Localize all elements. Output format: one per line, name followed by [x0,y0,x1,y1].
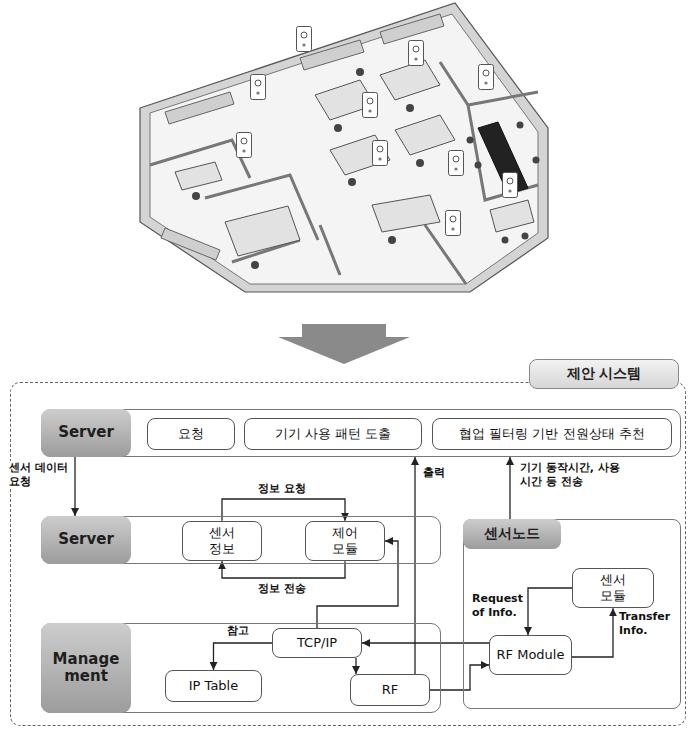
smart-plug-icon [373,141,388,166]
box-label: 요청 [178,426,204,442]
desk [372,195,440,232]
module-box: RF Module [489,635,572,675]
table-box: IP Table [165,670,262,702]
edge-label: 출력 [421,466,447,480]
chair [251,261,259,269]
system-boundary: 제안 시스템Server요청기기 사용 패턴 도출협업 필터링 기반 전원상태 … [10,382,686,726]
chair [348,178,356,186]
connector-arrow [528,588,572,635]
connector-arrow [362,642,489,643]
chair [533,157,540,164]
smart-plug-icon [363,93,378,118]
chair [416,159,424,167]
module-box: 센서 정보 [182,521,262,562]
chair [467,137,474,144]
box-label: TCP/IP [297,635,337,651]
layer-heading: 제안 시스템 [529,359,679,389]
floor-plan [140,3,548,292]
box-label: IP Table [189,678,238,694]
smart-plug-icon [479,65,494,90]
connector-arrow [214,643,273,670]
smart-plug-icon [503,173,518,198]
connector-arrow [509,457,510,519]
chair [334,124,342,132]
box-label: 제어 모듈 [328,525,362,558]
chair [475,162,482,169]
floor-plan [140,3,548,292]
process-box: 기기 사용 패턴 도출 [244,418,422,450]
module-box: RF [350,674,430,706]
smart-plug-icon [237,27,518,236]
server-layer: Server 센서 정보 제어 모듈 [41,516,441,564]
layer-heading: Server [41,409,131,457]
box-label: 센서 모듈 [596,572,630,605]
desk [225,206,300,256]
floor-plan [150,14,538,284]
connector-arrow [355,658,356,674]
box-label: RF [382,682,399,698]
edge-label: 참고 [225,624,251,638]
chair [502,237,509,244]
shelf [165,92,234,124]
shelf [161,228,220,260]
partition-wall [150,62,538,284]
edge-label: 센서 데이터 요청 [7,461,71,489]
connector-arrow [222,499,345,521]
connector-arrow [414,457,415,674]
module-box: 센서 모듈 [572,568,654,609]
edge-label: Transfer Info. [617,610,675,638]
down-arrow [278,324,410,364]
partition-wall [440,62,538,105]
shelf [380,14,444,44]
server-layer: Server 요청 기기 사용 패턴 도출 협업 필터링 기반 전원상태 추천 [41,409,681,457]
edge-label: Request of Info. [470,592,524,620]
process-box: 요청 [147,418,235,450]
layer-heading: 센서노드 [463,519,561,549]
desk [175,60,534,256]
desk [330,135,390,175]
layer-heading: Server [41,516,131,564]
smart-plug-icon [237,133,252,158]
partition-wall [320,225,340,275]
edge-label: 정보 요청 [256,482,308,496]
chair [356,68,364,76]
desk [395,115,455,155]
module-box: TCP/IP [272,628,362,658]
smart-plug-icon [297,27,312,52]
chair [388,236,396,244]
desk [490,200,534,232]
chair [192,68,540,269]
edge-label: 정보 전송 [256,582,308,596]
chair [522,233,529,240]
chair [517,122,524,129]
layer-heading: Manage ment [41,623,131,713]
module-box: 제어 모듈 [305,521,385,562]
box-label: RF Module [497,647,565,663]
connector-arrow [74,457,75,516]
process-box: 협업 필터링 기반 전원상태 추천 [432,418,672,450]
box-label: 센서 정보 [205,525,239,558]
connector-arrow [572,608,613,657]
box-label: 협업 필터링 기반 전원상태 추천 [459,426,645,442]
chair [192,192,200,200]
smart-plug-icon [449,151,464,176]
desk [380,60,440,100]
smart-plug-icon [251,75,266,100]
partition-wall [468,105,538,200]
down-arrow [278,324,410,364]
connector-arrow [430,665,489,690]
edge-label: 기기 동작시간, 사용시간 등 전송 [518,461,622,489]
chair [406,104,414,112]
smart-plug-icon [409,41,424,66]
smart-plug-icon [446,211,461,236]
box-label: 기기 사용 패턴 도출 [275,426,391,442]
desk [175,162,222,190]
